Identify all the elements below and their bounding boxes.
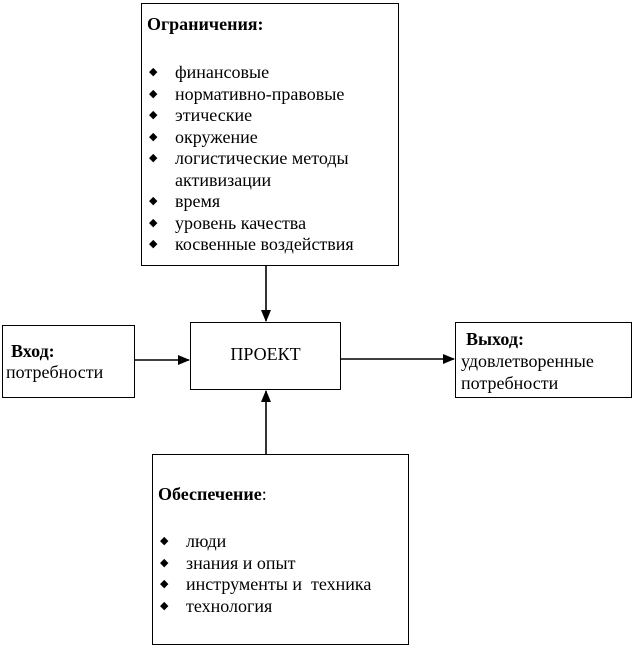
list-item: ◆ технология xyxy=(158,596,406,618)
provision-knowledge: знания и опыт xyxy=(186,552,296,573)
input-box: Вход: потребности xyxy=(2,325,135,398)
list-item: ◆ время xyxy=(147,191,395,213)
provision-people: люди xyxy=(186,531,227,551)
constraint-indirect: косвенные воздействия xyxy=(175,234,354,254)
diamond-bullet-icon: ◆ xyxy=(160,535,169,547)
list-item: ◆ логистические методы активизации xyxy=(147,148,395,191)
diamond-bullet-icon: ◆ xyxy=(149,66,158,78)
list-item: ◆ люди xyxy=(158,531,406,553)
output-title: Выход: xyxy=(466,329,524,349)
constraints-list: ◆ финансовые ◆ нормативно-правовые ◆ этичес… xyxy=(147,62,395,256)
provision-colon: : xyxy=(261,484,267,504)
list-item: ◆ инструменты и техника xyxy=(158,574,406,596)
list-item: ◆ косвенные воздействия xyxy=(147,234,395,256)
constraint-legal: нормативно-правовые xyxy=(175,83,345,104)
constraint-quality: уровень качества xyxy=(175,212,307,233)
diamond-bullet-icon: ◆ xyxy=(149,130,158,143)
diamond-bullet-icon: ◆ xyxy=(149,195,158,207)
diamond-bullet-icon: ◆ xyxy=(149,238,158,250)
input-title: Вход: xyxy=(11,341,55,361)
constraint-logistics: логистические методы активизации xyxy=(175,148,349,190)
diamond-bullet-icon: ◆ xyxy=(160,556,169,569)
list-item: ◆ этические xyxy=(147,105,395,127)
output-text: удовлетворенные потребности xyxy=(461,351,594,393)
diamond-bullet-icon: ◆ xyxy=(160,599,169,612)
provision-heading: Обеспечение: xyxy=(158,484,267,505)
list-item: ◆ окружение xyxy=(147,127,395,149)
diamond-bullet-icon: ◆ xyxy=(149,109,158,121)
constraint-financial: финансовые xyxy=(175,62,270,82)
diamond-bullet-icon: ◆ xyxy=(149,216,158,229)
list-item: ◆ финансовые xyxy=(147,62,395,84)
constraints-title: Ограничения: xyxy=(147,14,264,34)
project-label: ПРОЕКТ xyxy=(230,344,301,364)
diamond-bullet-icon: ◆ xyxy=(149,87,158,100)
list-item: ◆ нормативно-правовые xyxy=(147,84,395,106)
constraints-box: Ограничения: ◆ финансовые ◆ нормативно-пра… xyxy=(141,3,399,266)
provision-technology: технология xyxy=(186,595,273,616)
provision-tools: инструменты и техника xyxy=(186,574,372,594)
provision-box: Обеспечение: ◆ люди ◆ знания и опыт ◆ инстр… xyxy=(152,454,409,645)
input-text: потребности xyxy=(6,362,104,382)
list-item: ◆ уровень качества xyxy=(147,213,395,235)
output-box: Выход: удовлетворенные потребности xyxy=(455,322,632,398)
project-box: ПРОЕКТ xyxy=(190,322,341,390)
constraint-ethical: этические xyxy=(175,105,253,125)
diamond-bullet-icon: ◆ xyxy=(149,152,158,164)
provision-list: ◆ люди ◆ знания и опыт ◆ инструменты и техн… xyxy=(158,531,406,617)
constraint-environment: окружение xyxy=(175,126,258,147)
constraint-time: время xyxy=(175,191,221,211)
list-item: ◆ знания и опыт xyxy=(158,553,406,575)
diamond-bullet-icon: ◆ xyxy=(160,578,169,590)
provision-title: Обеспечение xyxy=(158,484,262,504)
